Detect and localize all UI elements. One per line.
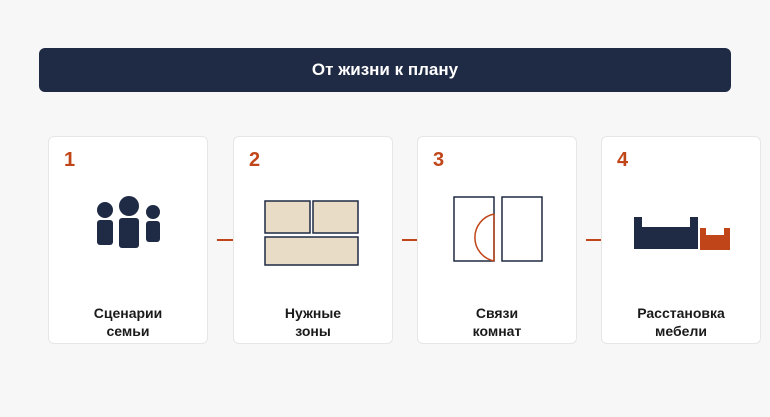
step-number: 2 bbox=[249, 149, 261, 171]
step-label: Связи комнат bbox=[472, 305, 522, 339]
step-card-3: 3 Связи комнат bbox=[417, 136, 577, 344]
step-card-2: 2 Нужные зоны bbox=[233, 136, 393, 344]
room-connection-icon bbox=[453, 196, 543, 262]
step-number: 1 bbox=[64, 149, 76, 171]
diagram-title: От жизни к плану bbox=[39, 48, 731, 92]
step-label: Нужные зоны bbox=[284, 305, 342, 339]
step-label: Сценарии семьи bbox=[93, 305, 163, 339]
step-card-1: 1 Сценарии семьи bbox=[48, 136, 208, 344]
zones-icon bbox=[264, 200, 359, 266]
step-card-4: 4 Расстановка мебели bbox=[601, 136, 761, 344]
step-number: 3 bbox=[433, 149, 445, 171]
step-label: Расстановка мебели bbox=[637, 305, 725, 339]
furniture-icon bbox=[634, 217, 730, 250]
step-number: 4 bbox=[617, 149, 629, 171]
family-icon bbox=[97, 196, 160, 248]
